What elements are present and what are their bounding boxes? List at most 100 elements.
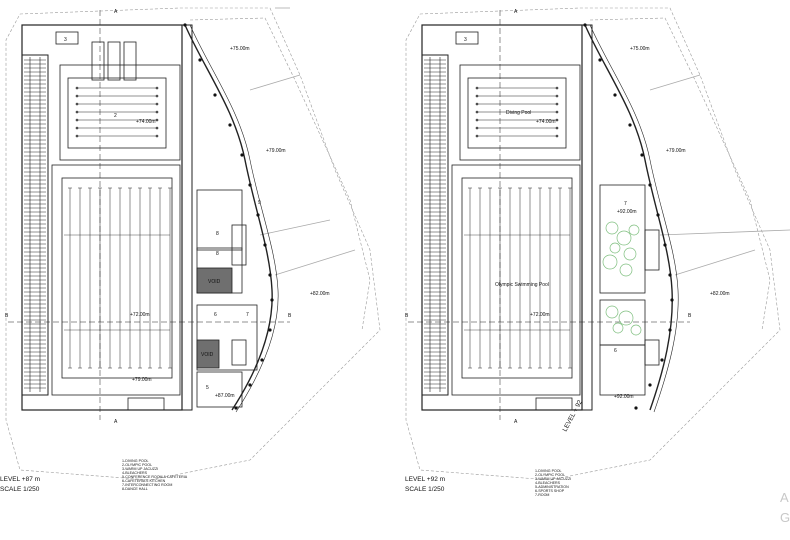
level-label: LEVEL +87 m [0, 476, 40, 483]
lane-end [155, 110, 159, 114]
tree-symbol [630, 324, 642, 336]
diving-lanes [475, 86, 559, 138]
room-number: 9 [258, 200, 261, 206]
void-label: VOID [208, 279, 221, 285]
section-marker: A [514, 9, 518, 15]
lane-end [155, 94, 159, 98]
column-dot [240, 153, 244, 157]
olympic-pool [61, 177, 173, 379]
site-boundary [5, 7, 381, 481]
elevation-tag: +92.00m [617, 209, 637, 215]
lane-end [75, 118, 79, 122]
right-floor-plan [405, 7, 790, 481]
column-dot [263, 243, 267, 247]
curved-facade-outer [589, 24, 679, 413]
legend-item: 3-WARM UP JACUZZI [535, 477, 571, 481]
lane-end [75, 134, 79, 138]
lane-end [75, 94, 79, 98]
column-dot [634, 406, 638, 410]
tree-symbol [605, 305, 619, 319]
elevation-tag: +87.00m [215, 393, 235, 399]
plot-line [259, 219, 331, 236]
level-stamp: LEVEL + 92 [562, 399, 585, 433]
lane-end [555, 134, 559, 138]
lane-end [555, 102, 559, 106]
section-marker: B [405, 313, 409, 319]
section-marker: A [514, 419, 518, 425]
column-dot [268, 273, 272, 277]
room-number: 8 [216, 231, 219, 237]
elevation-tag: +74.00m [136, 119, 156, 125]
olympic-lanes [464, 187, 572, 369]
tree-symbol [616, 230, 632, 246]
elevation-tag: +79.00m [132, 377, 152, 383]
room-block [599, 184, 646, 294]
elevation-tag: +72.00m [130, 312, 150, 318]
room-block [196, 371, 243, 408]
olympic-pool-label: Olympic Swimming Pool [495, 282, 549, 288]
lane-end [75, 86, 79, 90]
room-block [196, 304, 258, 371]
lane-end [75, 110, 79, 114]
legend-item: 3-WARM UP JACUZZI [122, 467, 158, 471]
legend-item: 5-ADMINISTRATION [535, 485, 569, 489]
entrance [535, 397, 573, 411]
column-dot [598, 58, 602, 62]
olympic-lanes [64, 187, 172, 369]
lane-end [475, 86, 479, 90]
room-block [599, 344, 646, 396]
legend-item: 4-BLEACHERS [535, 481, 561, 485]
lane-end [475, 126, 479, 130]
legend: 1-DIVING POOL 2-OLYMPIC POOL 3-WARM UP J… [535, 469, 571, 497]
diving-board [91, 41, 105, 81]
legend-item: 7-INTERCONNECTING ROOM [122, 483, 172, 487]
legend-item: 1-DIVING POOL [535, 469, 562, 473]
legend-item: 4-BLEACHERS [122, 471, 148, 475]
column-dots [183, 23, 274, 410]
column-dot [628, 123, 632, 127]
tree-symbol [623, 247, 637, 261]
column-dot [248, 383, 252, 387]
column-dot [656, 213, 660, 217]
column-dot [248, 183, 252, 187]
elevation-tag: +82.00m [310, 291, 330, 297]
void-area [196, 267, 233, 294]
column-dot [640, 153, 644, 157]
lane-end [555, 86, 559, 90]
legend-item: 6-SPORTS SHOP [535, 489, 565, 493]
curved-facade [184, 24, 273, 411]
diving-pool-hall [459, 64, 581, 161]
column-dot [613, 93, 617, 97]
building-east-wing [581, 24, 593, 411]
lane-end [155, 118, 159, 122]
stair [644, 339, 660, 366]
left-floor-plan [5, 7, 381, 481]
column-dot [213, 93, 217, 97]
legend-item: 2-OLYMPIC POOL [535, 473, 565, 477]
tree-symbol [619, 263, 633, 277]
column-dot [228, 123, 232, 127]
tree-symbol [609, 242, 621, 254]
bleacher-rows [424, 57, 446, 392]
column-dot [268, 328, 272, 332]
room-block [196, 189, 243, 251]
lane-end [155, 102, 159, 106]
lane-end [555, 110, 559, 114]
lane-end [155, 126, 159, 130]
legend-item: 6-CAFETERIA'S KITCHEN [122, 479, 166, 483]
entrance [127, 397, 165, 411]
olympic-pool [461, 177, 573, 379]
plot-line [649, 74, 701, 91]
scale-label: SCALE 1/250 [0, 486, 40, 493]
elevation-tag: +82.00m [710, 291, 730, 297]
column-dot [260, 358, 264, 362]
column-dot [663, 243, 667, 247]
room-number: 7 [624, 201, 627, 207]
column-dot [660, 358, 664, 362]
section-marker: B [288, 313, 292, 319]
stair [644, 229, 660, 271]
elevation-tag: +75.00m [230, 46, 250, 52]
column-dot [648, 183, 652, 187]
void-area [196, 339, 220, 369]
